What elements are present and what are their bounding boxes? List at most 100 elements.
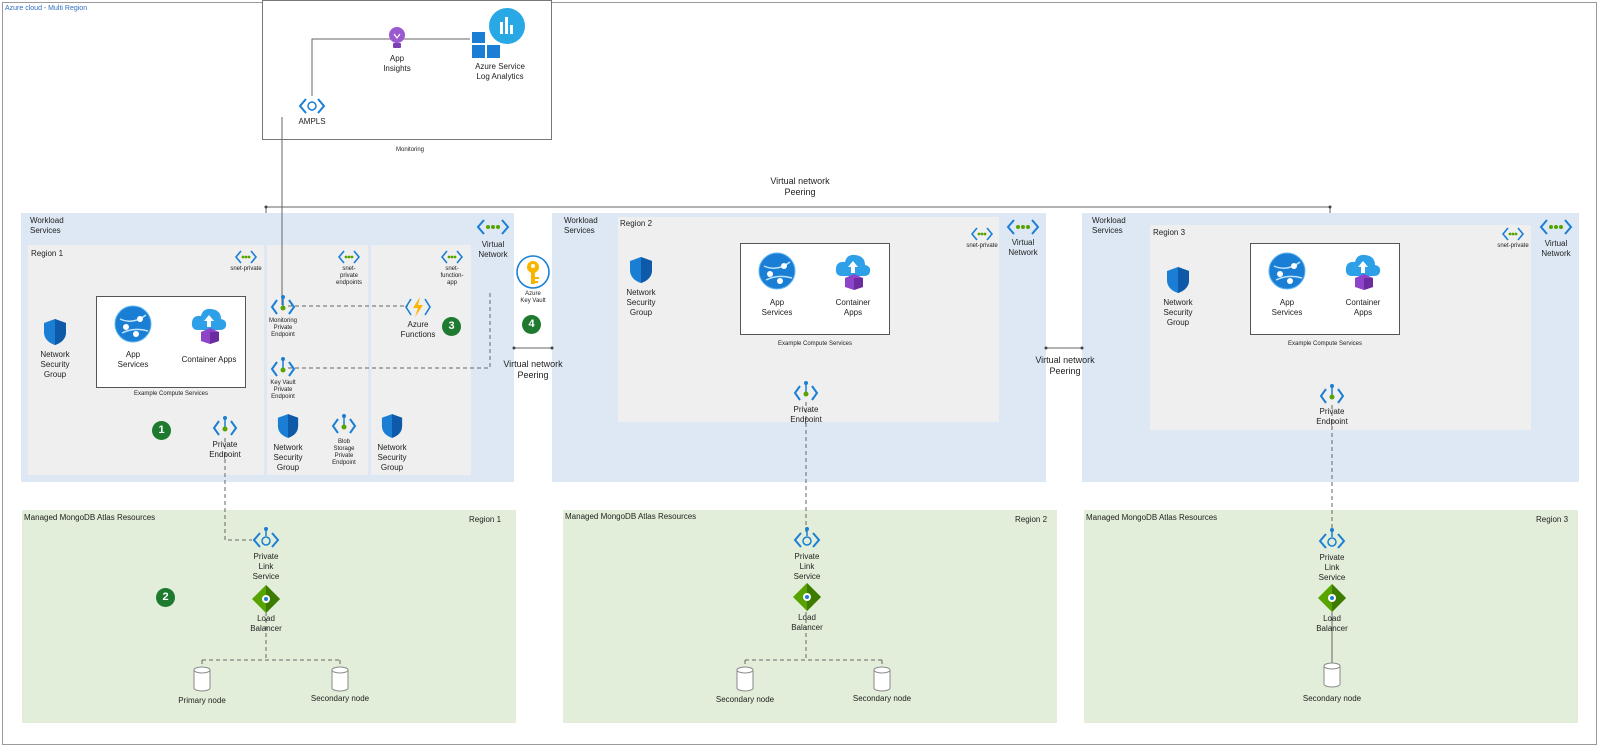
log-analytics-icon [472,8,525,58]
nsg-shield-icon [44,319,66,345]
virtual-network-icon [1539,219,1573,235]
mongo2-lb-label: Load Balancer [791,613,823,632]
region1-container-apps-label: Container Apps [181,355,237,364]
region3-workload-label: Workload Services [1092,216,1126,235]
region2-private-endpoint-label: Private Endpoint [790,405,822,424]
subnet-icon [971,227,993,241]
vnet-peering-12-label: Virtual network Peering [503,359,563,380]
monitoring-label: Monitoring [395,147,424,153]
region3-label: Region 3 [1153,228,1186,237]
region1-nsg-label: Network Security Group [40,350,70,379]
region1-blob-pe-label: Blob Storage Private Endpoint [332,439,356,466]
badge-1: 1 [152,421,171,440]
app-services-icon [114,305,152,343]
key-vault-icon [516,255,550,289]
mongo3-pls-label: Private Link Service [1318,553,1346,582]
mongo2-pls-label: Private Link Service [793,552,821,581]
region1-nsg-pe-label: Network Security Group [273,443,303,472]
mongo2-node-a-label: Secondary node [715,695,775,704]
mongo1-node-b-label: Secondary node [310,694,370,703]
vnet-peering-23-label: Virtual network Peering [1035,355,1095,376]
container-apps-icon [1345,254,1381,290]
app-insights-icon [389,27,405,48]
region2-container-apps-label: Container Apps [835,298,871,317]
region3-app-services-label: App Services [1271,298,1303,317]
mongo3-region-label: Region 3 [1536,515,1569,524]
region1-snet-function-label: snet- function- app [440,266,464,286]
region3-vnet-label: Virtual Network [1541,239,1571,258]
subnet-icon [441,250,463,264]
nsg-shield-icon [630,257,652,283]
database-icon [331,666,349,692]
private-link-service-icon [252,527,280,548]
region1-app-services-label: App Services [117,350,149,369]
mongo3-node-a-label: Secondary node [1302,694,1362,703]
database-icon [736,666,754,692]
region2-app-services-label: App Services [761,298,793,317]
load-balancer-icon [1318,584,1346,612]
mongo2-title: Managed MongoDB Atlas Resources [565,512,697,521]
region1-monitoring-pe-label: Monitoring Private Endpoint [268,318,297,338]
private-endpoint-icon [270,295,296,315]
region1-keyvault-pe-label: Key Vault Private Endpoint [270,380,296,400]
mongo1-title: Managed MongoDB Atlas Resources [24,513,156,522]
subnet-icon [235,250,257,264]
diagram-title: Azure cloud - Multi Region [5,5,88,12]
database-icon [1323,662,1341,688]
nsg-shield-icon [1167,267,1189,293]
mongo3-lb-label: Load Balancer [1316,614,1348,633]
subnet-icon [338,250,360,264]
app-services-icon [1268,252,1306,290]
mongo2-area [563,510,1057,723]
subnet-icon [1502,227,1524,241]
region1-functions-label: Azure Functions [400,320,436,339]
region2-example-label: Example Compute Services [777,341,853,347]
virtual-network-icon [476,219,510,235]
mongo3-title: Managed MongoDB Atlas Resources [1086,513,1218,522]
log-analytics-label: Azure Service Log Analytics [475,62,525,81]
region2-label: Region 2 [620,219,653,228]
region1-example-label: Example Compute Services [133,391,209,397]
region1-label: Region 1 [31,249,64,258]
mongo1-region-label: Region 1 [469,515,502,524]
virtual-network-icon [1006,219,1040,235]
nsg-shield-icon [277,414,299,438]
region3-example-label: Example Compute Services [1287,341,1363,347]
ampls-label: AMPLS [298,117,326,126]
private-link-service-icon [1318,528,1346,549]
mongo2-node-b-label: Secondary node [852,694,912,703]
mongo1-node-a-label: Primary node [178,696,226,705]
region3-nsg-label: Network Security Group [1163,298,1193,327]
mongo2-region-label: Region 2 [1015,515,1048,524]
region1-snet-endpoints-label: snet- private endpoints [335,266,363,286]
private-endpoint-icon [1319,384,1345,404]
mongo1-area [22,510,516,723]
private-endpoint-icon [270,357,296,377]
database-icon [193,666,211,692]
private-endpoint-icon [793,381,819,401]
region1-key-vault-label: Azure Key Vault [520,291,546,304]
ampls-icon [298,98,326,114]
region3-container-apps-label: Container Apps [1345,298,1381,317]
azure-functions-icon [405,297,431,317]
region1-subnet-function [371,245,471,475]
region1-private-endpoint-label: Private Endpoint [209,440,241,459]
region1-nsg-func-label: Network Security Group [377,443,407,472]
nsg-shield-icon [381,414,403,438]
load-balancer-icon [252,585,280,613]
vnet-peering-top-label: Virtual network Peering [770,176,830,197]
badge-4: 4 [522,315,541,334]
region2-vnet-label: Virtual Network [1008,238,1038,257]
badge-2: 2 [156,588,175,607]
mongo1-pls-label: Private Link Service [252,552,280,581]
load-balancer-icon [793,583,821,611]
private-endpoint-icon [331,414,357,434]
database-icon [873,666,891,692]
container-apps-icon [191,308,227,344]
region3-private-endpoint-label: Private Endpoint [1316,407,1348,426]
region2-snet-private-label: snet-private [966,243,998,249]
mongo1-lb-label: Load Balancer [250,614,282,633]
app-services-icon [758,252,796,290]
